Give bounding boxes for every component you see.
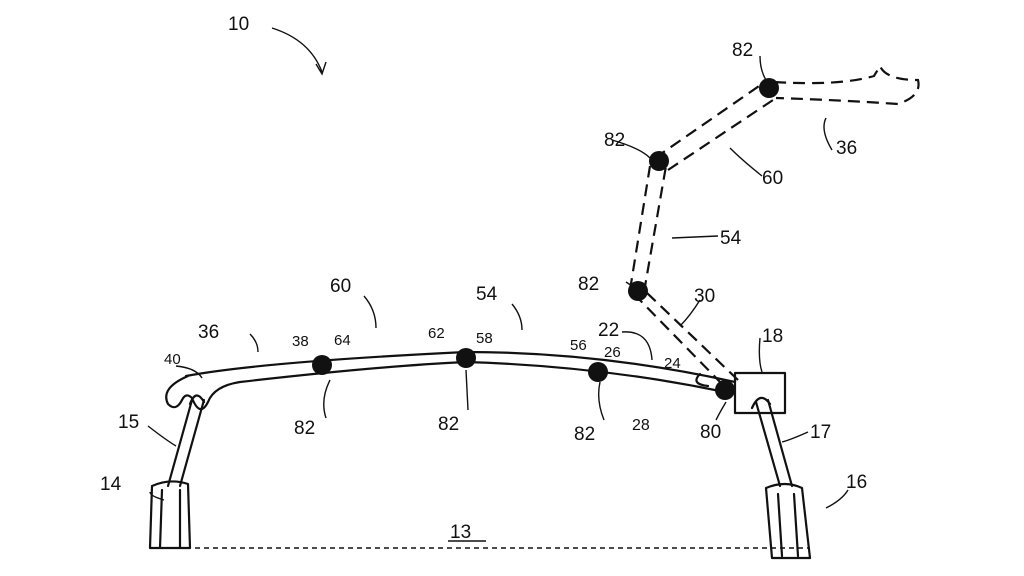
label-30: 30 xyxy=(694,286,715,307)
label-18: 18 xyxy=(762,326,783,347)
label-54: 54 xyxy=(720,228,742,249)
pivot-dot xyxy=(456,348,476,368)
label-10: 10 xyxy=(228,14,249,35)
label-60: 60 xyxy=(330,276,351,297)
label-62: 62 xyxy=(428,325,445,342)
leader-lines xyxy=(147,27,849,542)
pivot-dot xyxy=(628,281,648,301)
label-24: 24 xyxy=(664,355,681,372)
pivot-dot xyxy=(588,362,608,382)
label-38: 38 xyxy=(292,333,309,350)
pivot-dot xyxy=(649,151,669,171)
label-36: 36 xyxy=(198,322,219,343)
label-82: 82 xyxy=(438,414,459,435)
right-foot xyxy=(764,482,812,560)
label-22: 22 xyxy=(598,320,619,341)
label-16: 16 xyxy=(846,472,867,493)
label-60: 60 xyxy=(762,168,783,189)
label-82: 82 xyxy=(732,40,753,61)
support-box xyxy=(733,371,787,415)
left-leg xyxy=(166,398,206,488)
left-foot xyxy=(148,480,192,550)
label-82: 82 xyxy=(294,418,315,439)
label-26: 26 xyxy=(604,344,621,361)
label-64: 64 xyxy=(334,332,351,349)
label-13: 13 xyxy=(450,522,471,543)
pivot-dot xyxy=(715,380,735,400)
label-56: 56 xyxy=(570,337,587,354)
pivot-dot xyxy=(759,78,779,98)
label-58: 58 xyxy=(476,330,493,347)
label-82: 82 xyxy=(574,424,595,445)
pivot-dot xyxy=(312,355,332,375)
label-82: 82 xyxy=(604,130,625,151)
label-28: 28 xyxy=(632,417,650,434)
right-leg xyxy=(754,398,794,488)
label-36: 36 xyxy=(836,138,857,159)
arm-bar xyxy=(165,350,737,411)
label-17: 17 xyxy=(810,422,831,443)
pivot-dots xyxy=(312,78,779,400)
label-80: 80 xyxy=(700,422,721,443)
label-54: 54 xyxy=(476,284,498,305)
label-14: 14 xyxy=(100,474,122,495)
reference-labels: 10 82 36 82 60 54 82 30 60 54 36 22 18 3… xyxy=(100,14,867,543)
raised-arm-dashed xyxy=(628,63,920,385)
label-40: 40 xyxy=(164,351,181,368)
label-15: 15 xyxy=(118,412,139,433)
label-82: 82 xyxy=(578,274,599,295)
